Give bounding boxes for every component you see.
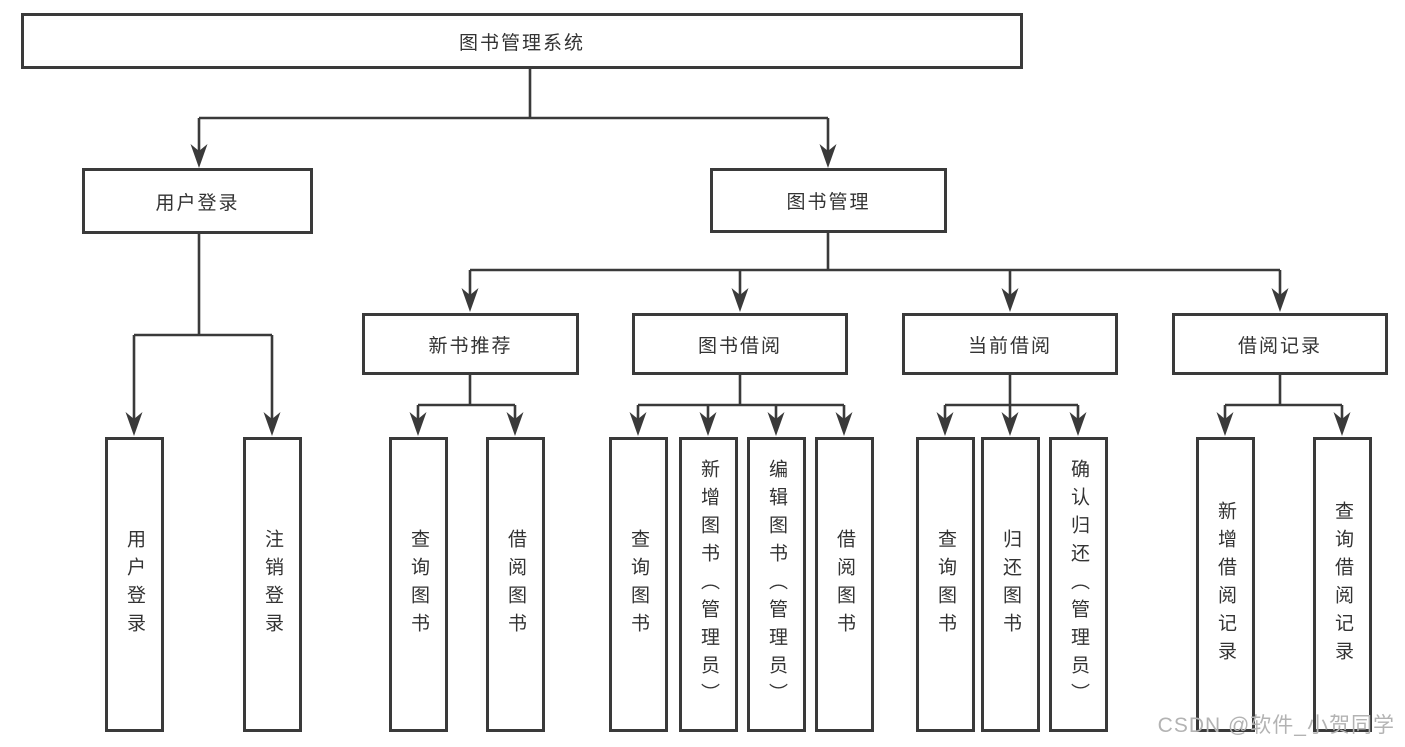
leaf-query-books-recommend-label: 查询图书 [408, 528, 429, 641]
leaf-user-login: 用户登录 [105, 437, 164, 732]
leaf-confirm-return-admin: 确认归还（管理员） [1049, 437, 1108, 732]
node-borrow-records: 借阅记录 [1172, 313, 1388, 375]
leaf-query-books-recommend: 查询图书 [389, 437, 448, 732]
leaf-add-borrow-record: 新增借阅记录 [1196, 437, 1255, 732]
node-book-management-label: 图书管理 [786, 192, 871, 213]
node-current-borrowing-label: 当前借阅 [967, 335, 1052, 357]
node-user-login: 用户登录 [82, 168, 313, 234]
root-node-label: 图书管理系统 [458, 32, 585, 54]
csdn-watermark: CSDN @软件_小贺同学 [1157, 714, 1395, 737]
leaf-add-book-admin: 新增图书（管理员） [679, 437, 738, 732]
leaf-query-books-borrow: 查询图书 [609, 437, 668, 732]
root-node: 图书管理系统 [21, 13, 1023, 69]
leaf-return-book-label: 归还图书 [1000, 528, 1021, 641]
leaf-query-books-current-label: 查询图书 [935, 528, 956, 641]
leaf-add-book-admin-label: 新增图书（管理员） [698, 458, 719, 711]
leaf-logout: 注销登录 [243, 437, 302, 732]
leaf-confirm-return-admin-label: 确认归还（管理员） [1068, 458, 1089, 711]
leaf-query-books-current: 查询图书 [916, 437, 975, 732]
leaf-query-books-borrow-label: 查询图书 [628, 528, 649, 641]
node-current-borrowing: 当前借阅 [902, 313, 1118, 375]
leaf-query-borrow-record: 查询借阅记录 [1313, 437, 1372, 732]
leaf-borrow-books-label: 借阅图书 [834, 528, 855, 641]
leaf-query-borrow-record-label: 查询借阅记录 [1332, 500, 1353, 669]
node-new-book-recommend-label: 新书推荐 [428, 335, 513, 357]
node-user-login-label: 用户登录 [155, 192, 240, 214]
node-borrow-records-label: 借阅记录 [1237, 335, 1322, 357]
leaf-borrow-books-recommend: 借阅图书 [486, 437, 545, 732]
node-book-borrowing-label: 图书借阅 [697, 335, 782, 357]
node-book-management: 图书管理 [710, 168, 947, 233]
leaf-borrow-books-recommend-label: 借阅图书 [505, 528, 526, 641]
node-new-book-recommend: 新书推荐 [362, 313, 579, 375]
leaf-return-book: 归还图书 [981, 437, 1040, 732]
leaf-edit-book-admin: 编辑图书（管理员） [747, 437, 806, 732]
leaf-borrow-books: 借阅图书 [815, 437, 874, 732]
node-book-borrowing: 图书借阅 [632, 313, 848, 375]
leaf-logout-label: 注销登录 [262, 528, 283, 641]
leaf-add-borrow-record-label: 新增借阅记录 [1215, 500, 1236, 669]
leaf-user-login-label: 用户登录 [124, 528, 145, 641]
leaf-edit-book-admin-label: 编辑图书（管理员） [766, 458, 787, 711]
